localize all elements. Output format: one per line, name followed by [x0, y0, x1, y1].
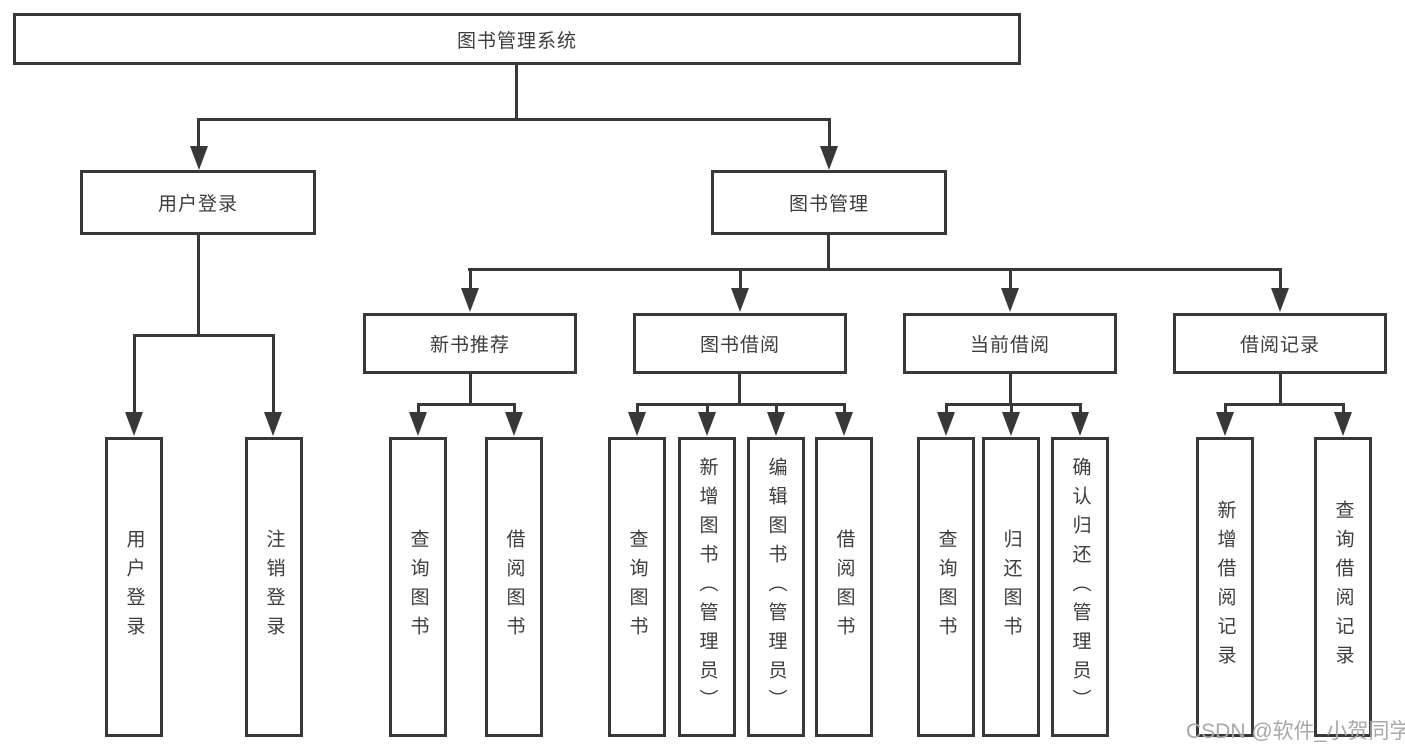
- connector-line: [706, 403, 709, 414]
- connector-line: [469, 374, 472, 405]
- arrow-down-icon: [1216, 412, 1234, 436]
- connector-line: [513, 403, 516, 414]
- connector-line: [515, 65, 518, 121]
- arrow-down-icon: [1334, 412, 1352, 436]
- arrow-down-icon: [937, 412, 955, 436]
- node-library-management-system: 图书管理系统: [13, 13, 1021, 65]
- arrow-down-icon: [190, 146, 208, 170]
- arrow-down-icon: [461, 288, 479, 312]
- connector-line: [636, 403, 846, 406]
- node-book-management: 图书管理: [711, 170, 947, 235]
- arrow-down-icon: [1271, 288, 1289, 312]
- leaf-add-borrow-record: 新增借阅记录: [1196, 437, 1254, 737]
- arrow-down-icon: [125, 412, 143, 436]
- leaf-query-books-recommend: 查询图书: [389, 437, 447, 737]
- leaf-borrow-books-recommend: 借阅图书: [485, 437, 543, 737]
- leaf-query-borrow-record: 查询借阅记录: [1314, 437, 1372, 737]
- connector-line: [1279, 374, 1282, 405]
- connector-line: [417, 403, 516, 406]
- connector-line: [1279, 268, 1282, 290]
- leaf-confirm-return-admin: 确认归还（管理员）: [1051, 437, 1109, 737]
- connector-line: [1009, 374, 1012, 405]
- connector-line: [1224, 403, 1227, 414]
- connector-line: [133, 334, 275, 337]
- connector-line: [945, 403, 948, 414]
- leaf-user-login: 用户登录: [105, 437, 163, 737]
- watermark: CSDN @软件_小贺同学: [1186, 720, 1405, 743]
- leaf-borrow-books: 借阅图书: [815, 437, 873, 737]
- arrow-down-icon: [1071, 412, 1089, 436]
- connector-line: [1009, 268, 1012, 290]
- arrow-down-icon: [820, 146, 838, 170]
- arrow-down-icon: [731, 288, 749, 312]
- leaf-logout: 注销登录: [245, 437, 303, 737]
- leaf-edit-book-admin: 编辑图书（管理员）: [747, 437, 805, 737]
- node-borrow-records: 借阅记录: [1173, 313, 1387, 374]
- connector-line: [738, 374, 741, 405]
- connector-line: [1010, 403, 1013, 414]
- leaf-query-books-current: 查询图书: [917, 437, 975, 737]
- arrow-down-icon: [1001, 288, 1019, 312]
- connector-line: [843, 403, 846, 414]
- connector-line: [197, 118, 200, 150]
- node-user-login: 用户登录: [80, 170, 316, 235]
- connector-line: [469, 268, 472, 290]
- node-book-borrowing: 图书借阅: [633, 313, 847, 374]
- connector-line: [197, 235, 200, 337]
- connector-line: [1079, 403, 1082, 414]
- arrow-down-icon: [835, 412, 853, 436]
- arrow-down-icon: [767, 412, 785, 436]
- connector-line: [1224, 403, 1345, 406]
- node-current-borrowing: 当前借阅: [903, 313, 1117, 374]
- leaf-add-book-admin: 新增图书（管理员）: [678, 437, 736, 737]
- node-new-book-recommend: 新书推荐: [363, 313, 577, 374]
- leaf-query-books-borrowing: 查询图书: [608, 437, 666, 737]
- connector-line: [827, 235, 830, 271]
- connector-line: [828, 118, 831, 150]
- arrow-down-icon: [698, 412, 716, 436]
- arrow-down-icon: [505, 412, 523, 436]
- connector-line: [1342, 403, 1345, 414]
- connector-line: [739, 268, 742, 290]
- arrow-down-icon: [264, 412, 282, 436]
- connector-line: [468, 268, 1282, 271]
- connector-line: [636, 403, 639, 414]
- leaf-return-book: 归还图书: [982, 437, 1040, 737]
- connector-line: [775, 403, 778, 414]
- arrow-down-icon: [409, 412, 427, 436]
- arrow-down-icon: [628, 412, 646, 436]
- connector-line: [133, 334, 136, 414]
- connector-line: [945, 403, 1082, 406]
- connector-line: [197, 118, 831, 121]
- connector-line: [272, 334, 275, 414]
- arrow-down-icon: [1002, 412, 1020, 436]
- connector-line: [417, 403, 420, 414]
